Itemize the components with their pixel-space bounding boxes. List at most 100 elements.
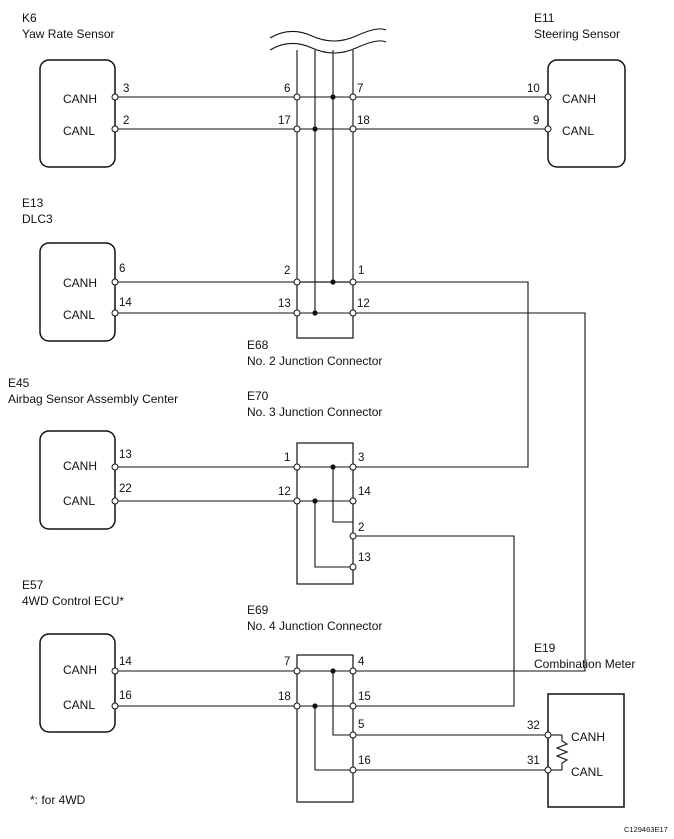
- e68-name: No. 2 Junction Connector: [247, 354, 382, 368]
- dot-canl-top: [312, 126, 318, 132]
- k6-code: K6: [22, 11, 37, 25]
- e69-name: No. 4 Junction Connector: [247, 619, 382, 633]
- e70-canh-internal: [332, 467, 353, 523]
- e45-box: [39, 430, 116, 530]
- e68-connector: [296, 281, 354, 339]
- pin-e68-13: 13: [278, 298, 291, 310]
- e57-code: E57: [22, 578, 44, 592]
- pin-e70-13: 13: [358, 552, 371, 564]
- e19-code: E19: [534, 641, 556, 655]
- dot-e69-canh: [330, 668, 336, 674]
- e13-box: [39, 242, 116, 342]
- e45-name: Airbag Sensor Assembly Center: [8, 392, 178, 406]
- term-e13-6: [111, 278, 119, 286]
- pin-e70-2: 2: [358, 522, 364, 534]
- term-k6-2: [111, 125, 119, 133]
- pin-e13-canh: 6: [119, 263, 125, 275]
- e11-code: E11: [534, 11, 555, 25]
- terminals: [111, 93, 552, 774]
- pin-e68-12: 12: [357, 298, 370, 310]
- e69-canl-internal: [314, 706, 353, 771]
- pin-bus-18: 18: [357, 115, 370, 127]
- dot-canh-top: [330, 94, 336, 100]
- e57-box: [39, 633, 116, 733]
- term-e11-9: [544, 125, 552, 133]
- term-e70-12: [293, 497, 301, 505]
- e19-box: [547, 693, 625, 808]
- k6-canl-label: CANL: [63, 124, 95, 138]
- term-e69-5: [349, 731, 357, 739]
- term-e68-13: [293, 309, 301, 317]
- pin-e69-18: 18: [278, 691, 291, 703]
- term-e69-18: [293, 702, 301, 710]
- term-k6-3: [111, 93, 119, 101]
- pin-e69-15: 15: [358, 691, 371, 703]
- term-e57-14: [111, 667, 119, 675]
- pin-bus-7: 7: [357, 83, 363, 95]
- k6-canh-label: CANH: [63, 92, 97, 106]
- pin-e68-2: 2: [284, 265, 290, 277]
- term-e57-16: [111, 702, 119, 710]
- term-e13-14: [111, 309, 119, 317]
- pin-e11-canl: 9: [533, 115, 539, 127]
- pin-e70-1: 1: [284, 452, 290, 464]
- e13-canh-label: CANH: [63, 276, 97, 290]
- e11-canl-label: CANL: [562, 124, 594, 138]
- pin-k6-canh: 3: [123, 83, 129, 95]
- term-e69-15: [349, 702, 357, 710]
- e45-code: E45: [8, 376, 30, 390]
- e70-connector: [296, 442, 354, 585]
- e11-box: [547, 59, 626, 168]
- pin-e11-canh: 10: [527, 83, 540, 95]
- dot-e70-canl: [312, 498, 318, 504]
- term-bus-18: [349, 125, 357, 133]
- break-mark-top: [269, 28, 387, 42]
- dot-e69-canl: [312, 703, 318, 709]
- term-e69-7: [293, 667, 301, 675]
- k6-name: Yaw Rate Sensor: [22, 27, 115, 41]
- pin-e70-12: 12: [278, 486, 291, 498]
- term-e68-12: [349, 309, 357, 317]
- e19-canh-label: CANH: [571, 730, 605, 744]
- term-bus-6: [293, 93, 301, 101]
- component-labels: K6 Yaw Rate Sensor E11 Steering Sensor E…: [8, 11, 635, 671]
- main-bus: [269, 28, 387, 313]
- pin-e69-5: 5: [358, 719, 364, 731]
- e19-canl-label: CANL: [571, 765, 603, 779]
- pin-bus-17: 17: [278, 115, 291, 127]
- e19-resistor: [555, 735, 569, 770]
- pin-e69-4: 4: [358, 656, 365, 668]
- term-e70-13: [349, 563, 357, 571]
- term-bus-17: [293, 125, 301, 133]
- term-e68-1: [349, 278, 357, 286]
- pin-labels: 3 2 6 17 7 18 10 9 6 14 2 13 1 12 13 22 …: [119, 83, 540, 767]
- dot-e68-canh: [330, 279, 336, 285]
- signal-labels: CANH CANL CANH CANL CANH CANL CANH CANL …: [63, 92, 605, 779]
- e69-connector: [296, 654, 354, 803]
- e70-code: E70: [247, 389, 269, 403]
- e11-canh-label: CANH: [562, 92, 596, 106]
- e68-code: E68: [247, 338, 269, 352]
- e57-canl-label: CANL: [63, 698, 95, 712]
- pin-e45-canh: 13: [119, 449, 132, 461]
- term-e19-32: [544, 731, 552, 739]
- term-e70-14: [349, 497, 357, 505]
- pin-e70-14: 14: [358, 486, 371, 498]
- k6-box: [39, 59, 116, 168]
- pin-e70-3: 3: [358, 452, 364, 464]
- junction-dots: [312, 94, 336, 709]
- term-e45-22: [111, 497, 119, 505]
- pin-e45-canl: 22: [119, 483, 132, 495]
- e45-canh-label: CANH: [63, 459, 97, 473]
- pin-e69-7: 7: [284, 656, 290, 668]
- term-e70-2: [349, 532, 357, 540]
- wire-e70-e69-canl: [353, 535, 515, 707]
- term-e68-2: [293, 278, 301, 286]
- term-e70-1: [293, 463, 301, 471]
- wire-e68-e70-canh: [353, 281, 529, 468]
- pin-e13-canl: 14: [119, 297, 132, 309]
- e69-code: E69: [247, 603, 269, 617]
- e57-name: 4WD Control ECU*: [22, 594, 124, 608]
- e13-name: DLC3: [22, 212, 53, 226]
